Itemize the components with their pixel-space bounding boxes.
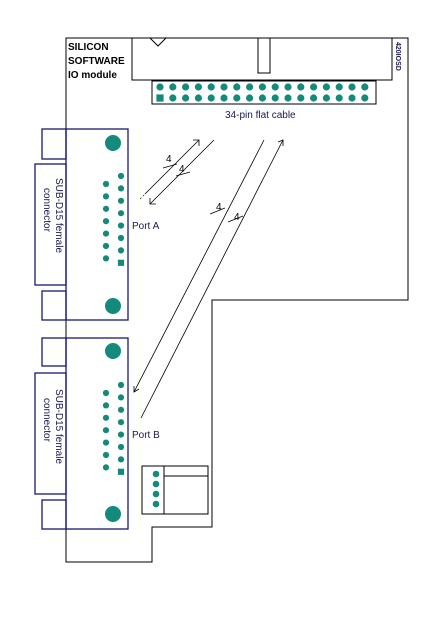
header-pin: [297, 83, 305, 91]
header-pin: [169, 94, 177, 102]
sub-d-pin: [102, 464, 110, 471]
board-title-line-1: SILICON: [68, 42, 109, 53]
sub-d-pin: [102, 402, 110, 409]
header-pin: [310, 94, 318, 102]
header-pin: [194, 83, 202, 91]
port-b-bus-out: [133, 139, 265, 393]
sub-d-pin: [102, 414, 110, 421]
header-pin: [233, 83, 241, 91]
board-title-line-3: IO module: [68, 70, 117, 81]
header-pin: [271, 94, 279, 102]
sub-d-pin: [102, 439, 110, 446]
sub-d-pin: [102, 180, 110, 188]
sub-d-pin: [117, 234, 125, 242]
header-pin: [361, 94, 369, 102]
connector-b-mount-top: [105, 343, 121, 359]
port-b-label: Port B: [132, 430, 160, 441]
port-a-label: Port A: [132, 221, 160, 232]
connector-b-mount-bottom: [105, 506, 121, 522]
header-pin: [156, 94, 164, 102]
header-pin: [348, 94, 356, 102]
sub-d-pin: [102, 205, 110, 212]
port-b-bus-in: [140, 139, 284, 419]
connector-b-label-line-2: connector: [41, 398, 52, 443]
bus-width-label-4: 4: [234, 212, 240, 223]
sub-d-pin: [117, 247, 125, 254]
sub-d-pin: [117, 381, 125, 389]
sub-d-pin: [117, 419, 125, 426]
sub-d-pin: [117, 468, 125, 475]
header-pin: [258, 94, 266, 102]
header-pin: [194, 94, 202, 102]
header-pin: [348, 83, 356, 91]
sub-d-pin: [117, 431, 125, 438]
connector-a: SUB-D15 female connector: [34, 128, 129, 321]
connector-a-label-line-2: connector: [41, 188, 52, 233]
sub-d-pin: [102, 218, 110, 225]
sub-d-pin: [102, 242, 110, 250]
sub-d-pin: [102, 230, 110, 237]
sub-d-pin: [117, 222, 125, 229]
flat-cable-label: 34-pin flat cable: [225, 110, 296, 121]
connector-a-label-line-1: SUB-D15 female: [53, 178, 64, 253]
header-pin: [335, 83, 343, 91]
sub-d-pin: [117, 185, 125, 192]
sub-d-pin: [102, 427, 110, 434]
sub-d-pin: [117, 456, 125, 463]
header-pin: [246, 83, 254, 91]
sub-d-pin: [117, 172, 125, 180]
connector-a-mount-bottom: [105, 298, 121, 314]
header-pin: [322, 94, 330, 102]
header-pin: [271, 83, 279, 91]
sub-d-pin: [117, 259, 125, 266]
small-header-component: [141, 465, 209, 515]
header-pin: [335, 94, 343, 102]
flat-cable-header: [131, 37, 393, 105]
board-outline: [65, 37, 409, 563]
sub-d-pin: [102, 255, 110, 262]
port-a-bus-in: [149, 139, 215, 205]
connector-b: SUB-D15 female connector: [34, 337, 129, 530]
connector-b-label-line-1: SUB-D15 female: [53, 389, 64, 464]
header-pin: [297, 94, 305, 102]
bus-width-label-1: 4: [166, 154, 172, 165]
header-pin: [284, 83, 292, 91]
header-pin: [182, 94, 190, 102]
header-pin: [322, 83, 330, 91]
bus-width-label-3: 4: [216, 202, 222, 213]
header-pin: [220, 94, 228, 102]
bus-width-label-2: 4: [179, 164, 185, 175]
header-pin: [169, 83, 177, 91]
connector-a-mount-top: [105, 135, 121, 151]
header-pin: [246, 94, 254, 102]
header-pin: [207, 83, 215, 91]
header-pin: [220, 83, 228, 91]
header-pin: [310, 83, 318, 91]
sub-d-pin: [102, 389, 110, 397]
header-pin: [182, 83, 190, 91]
header-pin: [233, 94, 241, 102]
sub-d-pin: [102, 451, 110, 459]
header-pin: [361, 83, 369, 91]
header-pin-grid: [156, 83, 369, 102]
sub-d-pin: [117, 394, 125, 401]
port-a-bus-out: [139, 139, 200, 200]
sub-d-pin: [117, 197, 125, 204]
header-pin: [258, 83, 266, 91]
board-title-line-2: SOFTWARE: [68, 56, 125, 67]
header-pin: [284, 94, 292, 102]
header-pin: [156, 83, 164, 91]
sub-d-pin: [117, 210, 125, 217]
sub-d-pin: [102, 193, 110, 200]
connector-a-pins: [102, 172, 125, 266]
connector-b-pins: [102, 381, 125, 475]
sub-d-pin: [117, 443, 125, 451]
sub-d-pin: [117, 406, 125, 413]
part-number: 420IOSD: [394, 42, 401, 71]
header-pin: [207, 94, 215, 102]
